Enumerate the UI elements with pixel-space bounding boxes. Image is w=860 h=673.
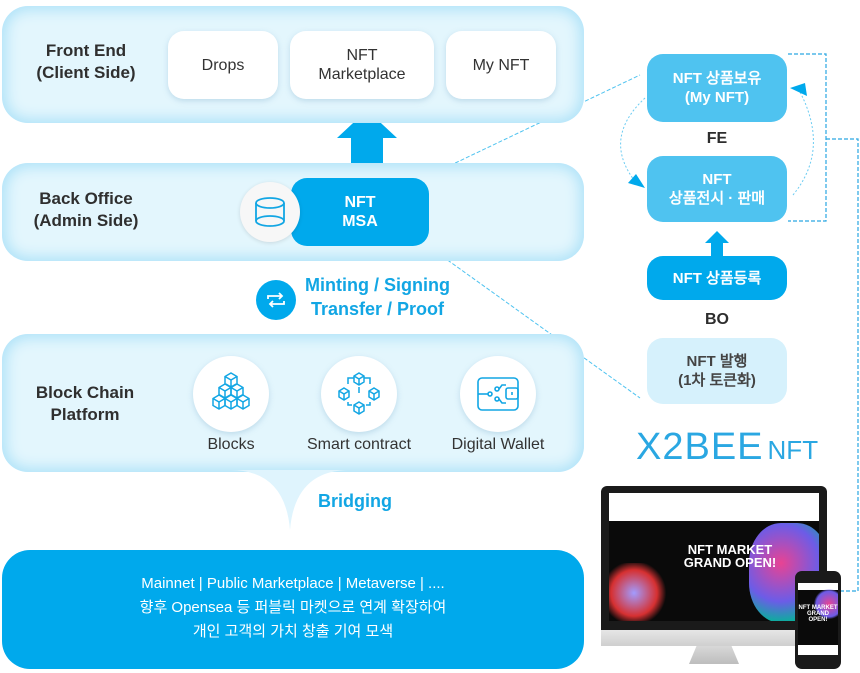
nft-issue-box[interactable]: NFT 발행 (1차 토큰화) <box>647 338 787 404</box>
back-office-title: Back Office (Admin Side) <box>33 189 139 230</box>
monitor-screen: NFT MARKET GRAND OPEN! <box>609 493 819 621</box>
cycle-arrow-left <box>620 97 646 186</box>
public-line-1: Mainnet | Public Marketplace | Metaverse… <box>141 575 445 592</box>
monitor-headline: NFT MARKET GRAND OPEN! <box>683 542 777 570</box>
public-network-panel: Mainnet | Public Marketplace | Metaverse… <box>2 550 584 669</box>
smart-contract-icon <box>321 356 397 432</box>
desktop-monitor-mockup: NFT MARKET GRAND OPEN! <box>601 486 827 666</box>
bo-label: BO <box>705 311 729 328</box>
block-chain-layer: Block Chain Platform Blocks Smart contra… <box>2 334 584 472</box>
bridging-label: Bridging <box>318 491 392 511</box>
nft-marketplace-card[interactable]: NFT Marketplace <box>290 31 434 99</box>
my-nft-card[interactable]: My NFT <box>446 31 556 99</box>
block-chain-title: Block Chain Platform <box>35 383 135 424</box>
nft-holding-box[interactable]: NFT 상품보유 (My NFT) <box>647 54 787 122</box>
digital-wallet-icon <box>460 356 536 432</box>
nft-display-sale-box[interactable]: NFT 상품전시 · 판매 <box>647 156 787 222</box>
drops-card[interactable]: Drops <box>168 31 278 99</box>
cycle-arrow-right <box>792 91 814 196</box>
front-end-title: Front End (Client Side) <box>36 41 136 82</box>
public-line-3: 개인 고객의 가치 창출 기여 모색 <box>192 623 394 640</box>
front-end-layer: Front End (Client Side) Drops NFT Market… <box>2 6 584 123</box>
database-icon <box>240 182 300 242</box>
sync-icon <box>256 280 296 320</box>
phone-screen: NFT MARKET GRAND OPEN! <box>798 583 838 655</box>
blocks-icon <box>193 356 269 432</box>
public-line-2: 향후 Opensea 등 퍼블릭 마켓으로 연계 확장하여 <box>139 599 447 616</box>
nft-register-box[interactable]: NFT 상품등록 <box>647 256 787 300</box>
digital-wallet-label: Digital Wallet <box>451 436 545 453</box>
blocks-label: Blocks <box>207 436 255 453</box>
register-up-arrow <box>705 231 729 257</box>
cycle-arrowhead-right <box>790 83 807 96</box>
smart-contract-label: Smart contract <box>306 436 412 453</box>
fe-bracket <box>788 53 827 222</box>
fe-to-screen-bracket <box>826 138 859 592</box>
mobile-phone-mockup: NFT MARKET GRAND OPEN! <box>795 571 841 669</box>
nft-msa-box[interactable]: NFT MSA <box>291 178 429 246</box>
minting-process-label: Minting / Signing Transfer / Proof <box>305 275 450 319</box>
cycle-arrowhead-left <box>628 174 645 188</box>
phone-headline: NFT MARKET GRAND OPEN! <box>798 605 838 623</box>
fe-label: FE <box>706 130 728 147</box>
